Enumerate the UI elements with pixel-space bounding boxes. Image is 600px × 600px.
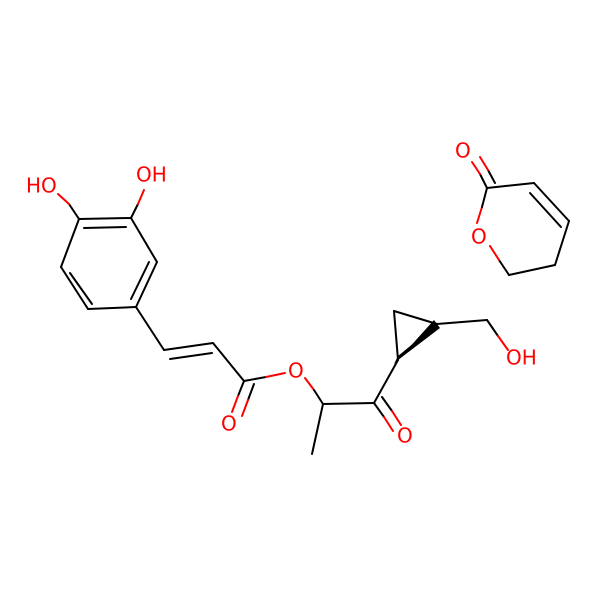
label-oh-carbinol: OH bbox=[506, 346, 537, 370]
bond-carbonyl-double-1-black bbox=[237, 380, 245, 397]
bond-lactone-o-to-co-black bbox=[481, 187, 488, 208]
bond-cyclopropyl-2 bbox=[393, 310, 438, 325]
bond-lactone-ch-eq-ch bbox=[533, 182, 570, 222]
bond-carbonyl-c-to-o-red bbox=[265, 372, 286, 378]
bond-lactone-carbonyl-2-black bbox=[487, 169, 496, 184]
label-o-ester-carbonyl: O bbox=[221, 412, 237, 436]
label-o-lactone-ring: O bbox=[471, 225, 487, 249]
lactone-ring bbox=[471, 156, 570, 276]
bond-ring-2-inner bbox=[69, 272, 93, 305]
label-oh-phenol-meta: OH bbox=[136, 163, 167, 187]
label-o-lactone-carbonyl: O bbox=[455, 139, 471, 163]
bond-ring-5 bbox=[130, 217, 158, 263]
bond-ketone-c-to-cyclopropyl bbox=[373, 359, 399, 404]
bond-lactone-o-to-co-red bbox=[476, 206, 483, 224]
bond-lactone-carbonyl-1-black bbox=[479, 173, 488, 189]
bond-ring-6 bbox=[78, 217, 132, 220]
bond-c-o-meta-oxygen bbox=[137, 189, 145, 205]
bond-ring-4-inner bbox=[130, 261, 150, 300]
bond-lactone-ch-to-ch2 bbox=[554, 220, 570, 266]
bond-carbinol-to-oh-black bbox=[486, 319, 499, 337]
bond-ketone-double-1-black bbox=[373, 402, 385, 418]
bond-lactone-carbonyl-1-red bbox=[471, 161, 481, 175]
bond-lactone-carbonyl-2-red bbox=[479, 156, 489, 171]
bond-ring-to-vinyl bbox=[135, 306, 165, 351]
bond-ester-o-to-ch-red bbox=[304, 377, 315, 391]
atom-labels: HO OH O O O OH O O bbox=[26, 139, 537, 448]
bond-lactone-ch-to-o-black bbox=[498, 259, 510, 276]
catechol-ring bbox=[60, 217, 158, 310]
bond-lactone-co-to-ch bbox=[486, 182, 535, 189]
bond-lactone-ch-to-o-red bbox=[489, 245, 500, 261]
bond-c-o-para-oxygen bbox=[57, 193, 70, 205]
bond-vinyl-to-carbonyl bbox=[212, 342, 245, 382]
bond-vinyl bbox=[163, 342, 214, 351]
label-o-ester: O bbox=[288, 359, 304, 383]
bond-ketone-double-2-red bbox=[391, 410, 402, 426]
phenol-bonds bbox=[57, 189, 145, 220]
bond-ester-o-to-ch-black bbox=[313, 389, 324, 405]
bond-carbinol-to-lactone-ch bbox=[487, 275, 509, 320]
label-o-ketone: O bbox=[397, 424, 413, 448]
bond-ring-2 bbox=[60, 266, 89, 310]
bond-ring-4 bbox=[135, 261, 158, 308]
ester-bonds bbox=[231, 372, 324, 417]
ketone-bonds bbox=[373, 396, 402, 432]
bond-lactone-ch2-to-ch bbox=[508, 264, 556, 276]
bond-vinyl-double bbox=[169, 352, 213, 360]
wedge-cyclopropyl-b bbox=[394, 324, 437, 364]
bond-c-o-para-carbon bbox=[68, 203, 80, 220]
bond-ring-1 bbox=[60, 218, 80, 268]
bond-ring-3 bbox=[87, 306, 137, 310]
bond-carbonyl-double-1-red bbox=[231, 395, 239, 413]
bond-lactone-ch-eq-ch-inner bbox=[529, 192, 562, 228]
label-oh-phenol-para: HO bbox=[26, 174, 57, 198]
bond-carbonyl-double-2-red bbox=[241, 399, 249, 417]
propanoyl-chain bbox=[311, 310, 438, 455]
bond-ketone-double-1-red bbox=[383, 416, 394, 432]
bond-carbonyl-c-to-o-black bbox=[243, 376, 267, 382]
bond-ketone-double-2-black bbox=[381, 396, 393, 412]
bond-ring-6-inner bbox=[83, 226, 127, 229]
bond-cyclopropyl-to-carbinol bbox=[436, 319, 488, 325]
stereo-wedges bbox=[394, 320, 440, 364]
bond-c-o-meta-carbon bbox=[130, 203, 139, 219]
bond-carbinol-to-oh-red bbox=[497, 335, 509, 351]
bond-ch-to-ketone-c bbox=[322, 402, 375, 405]
bond-carbonyl-double-2-black bbox=[247, 383, 255, 401]
cinnamoyl-chain bbox=[135, 306, 245, 382]
bond-cyclopropyl-1 bbox=[393, 310, 399, 361]
bond-ch-to-methyl bbox=[311, 403, 324, 455]
carbinol-bonds bbox=[436, 275, 509, 351]
